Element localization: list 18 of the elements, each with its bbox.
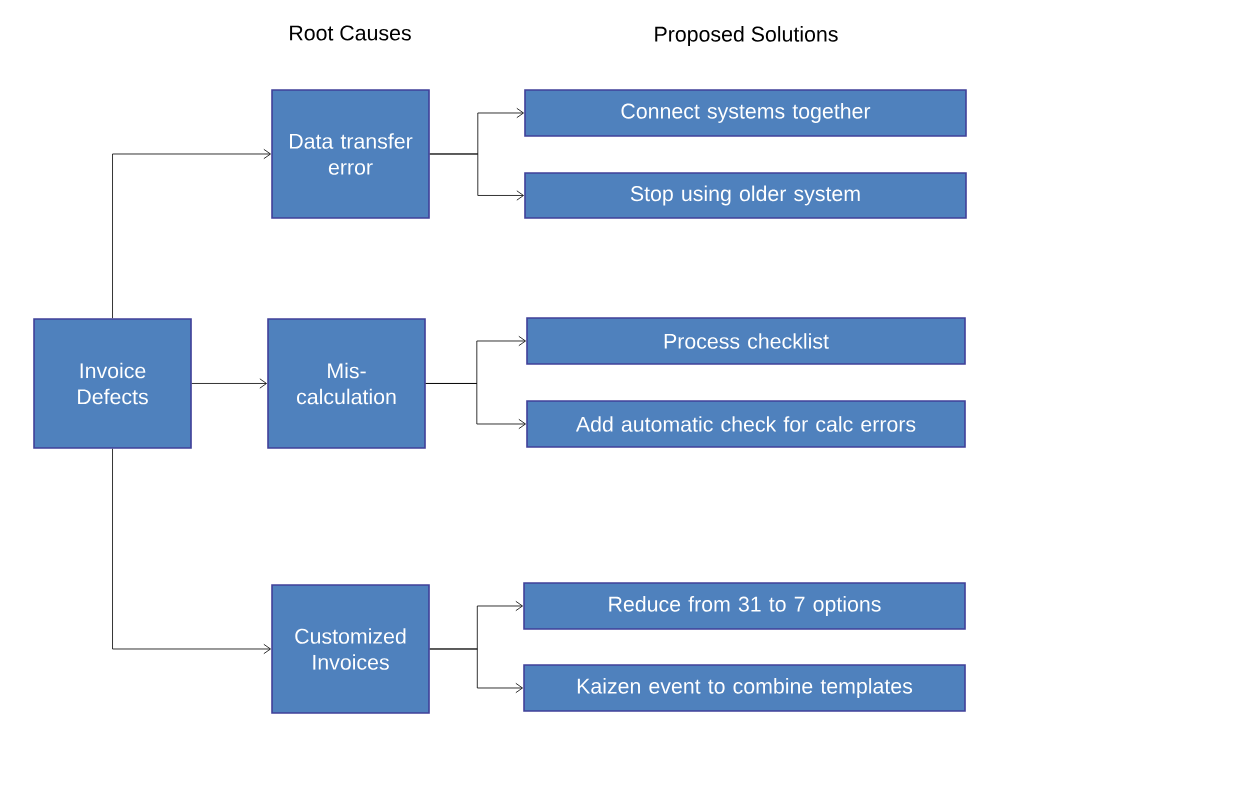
- process-box: Add automatic check for calc errors: [526, 400, 966, 448]
- process-box: Reduce from 31 to 7 options: [523, 582, 966, 630]
- process-box: Connect systems together: [524, 89, 967, 137]
- arrow: [425, 383, 526, 430]
- column-header: Proposed Solutions: [655, 26, 838, 46]
- arrow: [191, 378, 267, 389]
- process-box: Process checklist: [526, 317, 966, 365]
- process-box: Data transfer error: [271, 89, 430, 219]
- arrow: [112, 148, 271, 319]
- arrow: [112, 448, 271, 655]
- process-box: Kaizen event to combine templates: [523, 664, 966, 712]
- process-box: Stop using older system: [524, 172, 967, 219]
- arrow: [429, 648, 523, 694]
- process-box: Invoice Defects: [33, 318, 192, 449]
- arrow: [429, 153, 524, 201]
- process-box: Mis- calculation: [267, 318, 426, 449]
- process-box: Customized Invoices: [271, 584, 430, 714]
- column-header: Root Causes: [290, 25, 411, 41]
